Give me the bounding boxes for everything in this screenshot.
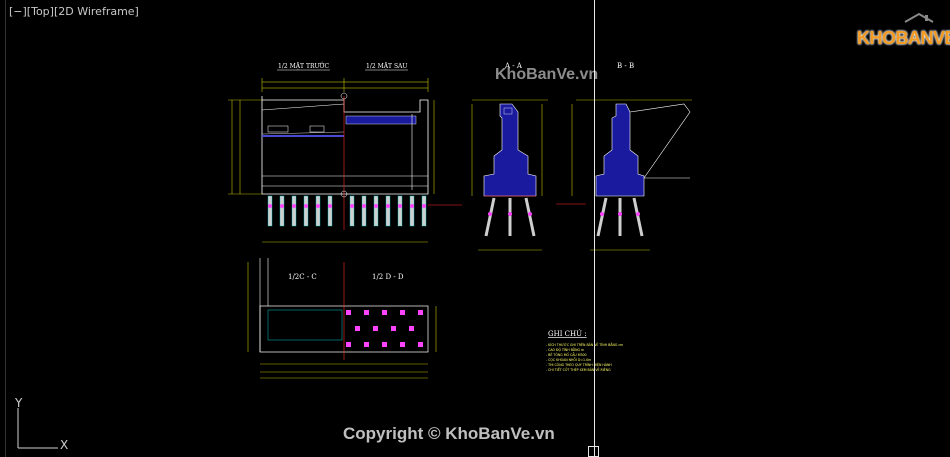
front-half-title: 1/2 MẶT TRƯỚC (278, 62, 329, 70)
section-bb: B - B (556, 62, 692, 251)
back-half-title: 1/2 MẶT SAU (366, 62, 407, 70)
brand-logo-text: KHOBANVE (857, 28, 950, 48)
cursor-crosshair-line (594, 0, 595, 457)
section-aa: A - A (471, 62, 548, 251)
plan-view-cd: 1/2C - C 1/2 D - D (247, 258, 437, 379)
general-notes: GHI CHÚ : - KÍCH THƯỚC GHI TRÊN BẢN VẼ T… (546, 329, 623, 372)
note-line-4: - CỌC KHOAN NHỒI D=1.0m (546, 357, 591, 362)
note-line-6: - CHI TIẾT CỐT THÉP XEM BẢN VẼ RIÊNG (546, 366, 611, 372)
viewport-controls-label[interactable]: [−][Top][2D Wireframe] (9, 5, 139, 18)
note-line-5: - THI CÔNG THEO QUY TRÌNH HIỆN HÀNH (546, 362, 612, 367)
ucs-icon (17, 408, 58, 449)
brand-logo-icon (904, 12, 934, 23)
note-line-1: - KÍCH THƯỚC GHI TRÊN BẢN VẼ TÍNH BẰNG c… (546, 342, 623, 347)
section-aa-title: A - A (504, 62, 523, 70)
watermark-copyright: Copyright © KhoBanVe.vn (343, 424, 555, 443)
ucs-x-label: X (60, 438, 69, 452)
notes-title: GHI CHÚ : (548, 329, 587, 338)
note-line-3: - BÊ TÔNG MỐ CẦU M300 (546, 352, 587, 357)
section-bb-title: B - B (617, 62, 634, 70)
viewport-border (5, 0, 6, 457)
elevation-view: 1/2 MẶT TRƯỚC 1/2 MẶT SAU (228, 62, 462, 243)
watermark-top: KhoBanVe.vn (495, 66, 599, 83)
cursor-pickbox (588, 446, 599, 457)
note-line-2: - CAO ĐỘ TÍNH BẰNG m (546, 347, 584, 352)
ucs-y-label: Y (15, 396, 23, 410)
section-dd-title: 1/2 D - D (372, 273, 404, 281)
section-cc-title: 1/2C - C (288, 273, 317, 281)
